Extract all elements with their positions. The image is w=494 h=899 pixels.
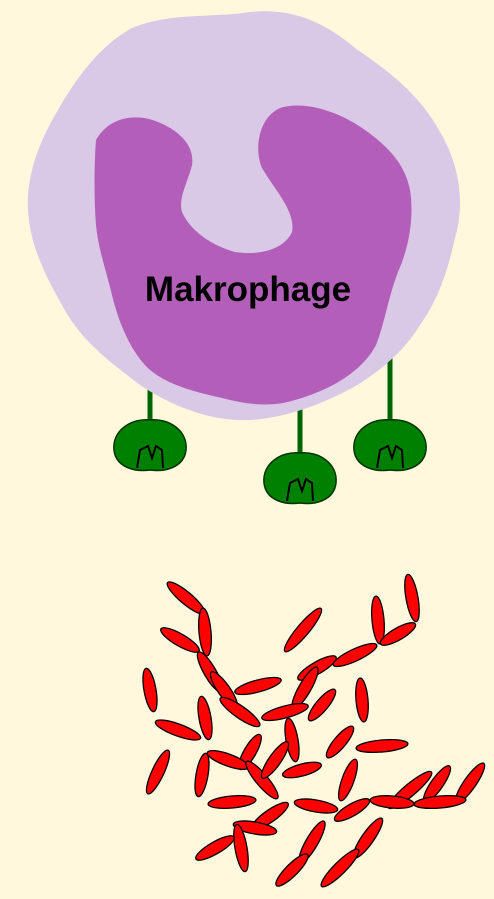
bacterium-30 (335, 757, 361, 802)
bacterium-14 (331, 639, 380, 670)
bacterium-17 (217, 693, 263, 730)
bacterium-46 (193, 832, 237, 864)
bacterium-3 (158, 624, 202, 656)
bacterium-20 (153, 716, 202, 744)
bacterium-6 (233, 674, 282, 698)
bacterium-26 (356, 738, 409, 754)
bacterium-12 (402, 573, 422, 622)
bacterium-29 (281, 759, 323, 781)
bacterium-25 (323, 723, 358, 761)
bacterium-8 (280, 605, 325, 656)
bacterium-35 (414, 794, 467, 810)
bacterium-45 (317, 845, 362, 890)
bacterium-22 (192, 752, 211, 797)
bacterium-15 (354, 678, 370, 723)
bacterium-44 (272, 850, 312, 890)
bacterium-18 (260, 700, 309, 724)
macrophage-label: Makrophage (108, 268, 388, 312)
bacterium-21 (142, 748, 173, 797)
bacteria-cluster (140, 573, 488, 890)
bacterium-36 (208, 794, 257, 810)
bacterium-37 (293, 796, 338, 815)
bacterium-5 (140, 667, 159, 712)
